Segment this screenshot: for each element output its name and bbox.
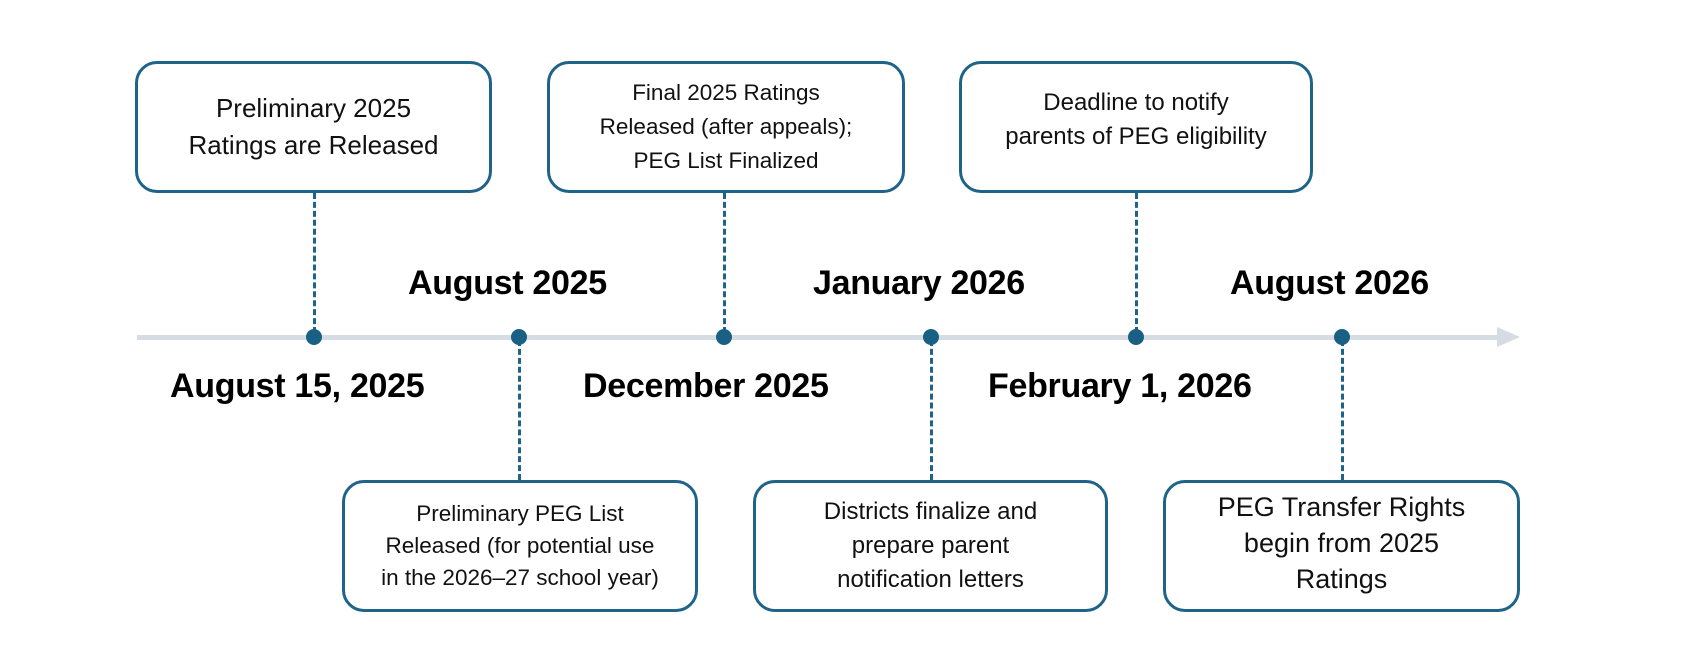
date-label-january-2026: January 2026 — [813, 264, 1025, 302]
date-label-august-2026: August 2026 — [1230, 264, 1429, 302]
date-label-august-15-2025: August 15, 2025 — [170, 367, 425, 405]
connector-line — [723, 193, 726, 333]
arrow-right-icon — [1497, 327, 1520, 347]
connector-line — [518, 340, 521, 480]
connector-line — [1341, 340, 1344, 480]
event-box-preliminary-peg-list: Preliminary PEG List Released (for poten… — [342, 480, 698, 612]
event-text: Preliminary 2025 Ratings are Released — [188, 93, 439, 160]
event-box-districts-finalize: Districts finalize and prepare parent no… — [753, 480, 1108, 612]
timeline-dot — [1128, 329, 1144, 345]
event-box-notify-deadline: Deadline to notify parents of PEG eligib… — [959, 61, 1313, 193]
timeline-dot — [511, 329, 527, 345]
connector-line — [930, 340, 933, 480]
date-label-december-2025: December 2025 — [583, 367, 829, 405]
event-text: Deadline to notify parents of PEG eligib… — [1005, 89, 1267, 150]
connector-line — [1135, 193, 1138, 333]
event-text: PEG Transfer Rights begin from 2025 Rati… — [1217, 492, 1466, 594]
timeline-dot — [716, 329, 732, 345]
event-box-transfer-rights: PEG Transfer Rights begin from 2025 Rati… — [1163, 480, 1520, 612]
event-box-final-ratings: Final 2025 Ratings Released (after appea… — [547, 61, 905, 193]
event-text: Preliminary PEG List Released (for poten… — [381, 501, 659, 590]
connector-line — [313, 193, 316, 333]
timeline-dot — [306, 329, 322, 345]
timeline-dot — [923, 329, 939, 345]
date-label-august-2025: August 2025 — [408, 264, 607, 302]
event-box-preliminary-ratings: Preliminary 2025 Ratings are Released — [135, 61, 492, 193]
timeline-dot — [1334, 329, 1350, 345]
event-text: Districts finalize and prepare parent no… — [823, 498, 1038, 593]
date-label-february-1-2026: February 1, 2026 — [988, 367, 1252, 405]
event-text: Final 2025 Ratings Released (after appea… — [599, 80, 853, 173]
timeline-axis — [137, 335, 1497, 340]
